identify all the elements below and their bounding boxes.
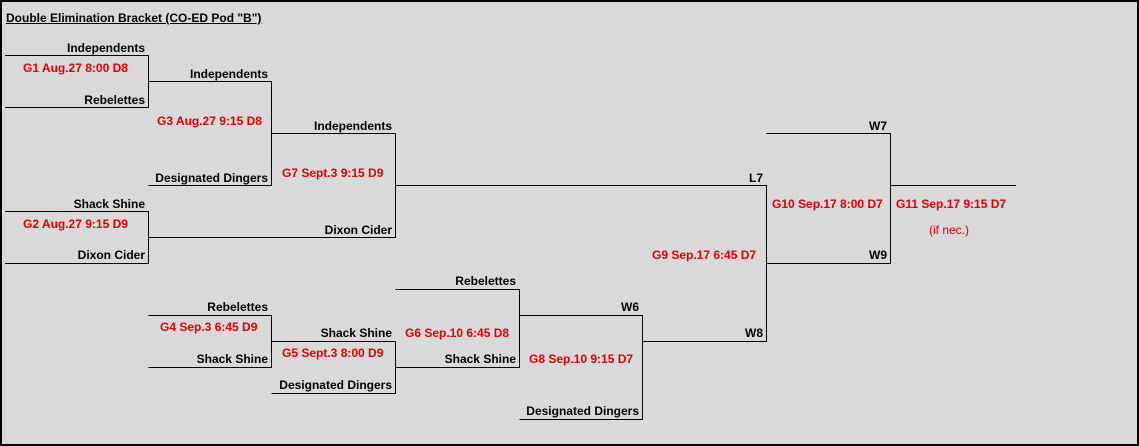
- g9-connector: [395, 185, 767, 342]
- g5-game-label: G5 Sept.3 8:00 D9: [282, 346, 384, 360]
- g11-game-label: G11 Sep.17 9:15 D7: [896, 197, 1007, 211]
- bracket-title: Double Elimination Bracket (CO-ED Pod "B…: [6, 11, 262, 25]
- g11-note: (if nec.): [929, 223, 970, 237]
- g8-bottom-team: Designated Dingers: [526, 404, 639, 418]
- g2-game-label: G2 Aug.27 9:15 D9: [23, 217, 128, 231]
- g9-bottom-team: W8: [745, 326, 763, 340]
- g3-connector: [148, 81, 272, 186]
- g7-game-label: G7 Sept.3 9:15 D9: [282, 166, 384, 180]
- g6-bottom-team: Shack Shine: [444, 352, 516, 366]
- g6-top-team: Rebelettes: [455, 274, 516, 288]
- g7-top-team: Independents: [313, 119, 392, 133]
- g1-bottom-team: Rebelettes: [84, 93, 145, 107]
- g4-game-label: G4 Sep.3 6:45 D9: [160, 320, 258, 334]
- g5-top-team: Shack Shine: [320, 326, 392, 340]
- g9-top-team: L7: [748, 171, 763, 185]
- g1-top-team: Independents: [66, 41, 145, 55]
- g5-bottom-team: Designated Dingers: [279, 378, 392, 392]
- g3-game-label: G3 Aug.27 9:15 D8: [157, 114, 262, 128]
- g6-game-label: G6 Sep.10 6:45 D8: [405, 326, 510, 340]
- g6-connector: [395, 289, 520, 368]
- g3-top-team: Independents: [189, 67, 268, 81]
- g2-top-team: Shack Shine: [73, 197, 145, 211]
- g4-top-team: Rebelettes: [207, 300, 268, 314]
- g10-bottom-team: W9: [869, 248, 887, 262]
- g10-connector: [766, 133, 891, 264]
- g8-connector: [519, 315, 643, 420]
- g8-top-team: W6: [621, 300, 639, 314]
- g9-game-label: G9 Sep.17 6:45 D7: [652, 248, 757, 262]
- g3-bottom-team: Designated Dingers: [155, 171, 268, 185]
- g7-bottom-team: Dixon Cider: [324, 223, 392, 237]
- g4-bottom-team: Shack Shine: [196, 352, 268, 366]
- g10-game-label: G10 Sep.17 8:00 D7: [772, 197, 883, 211]
- g8-game-label: G8 Sep.10 9:15 D7: [529, 352, 634, 366]
- g2-bottom-team: Dixon Cider: [77, 248, 145, 262]
- g1-game-label: G1 Aug.27 8:00 D8: [23, 61, 128, 75]
- g10-top-team: W7: [869, 119, 887, 133]
